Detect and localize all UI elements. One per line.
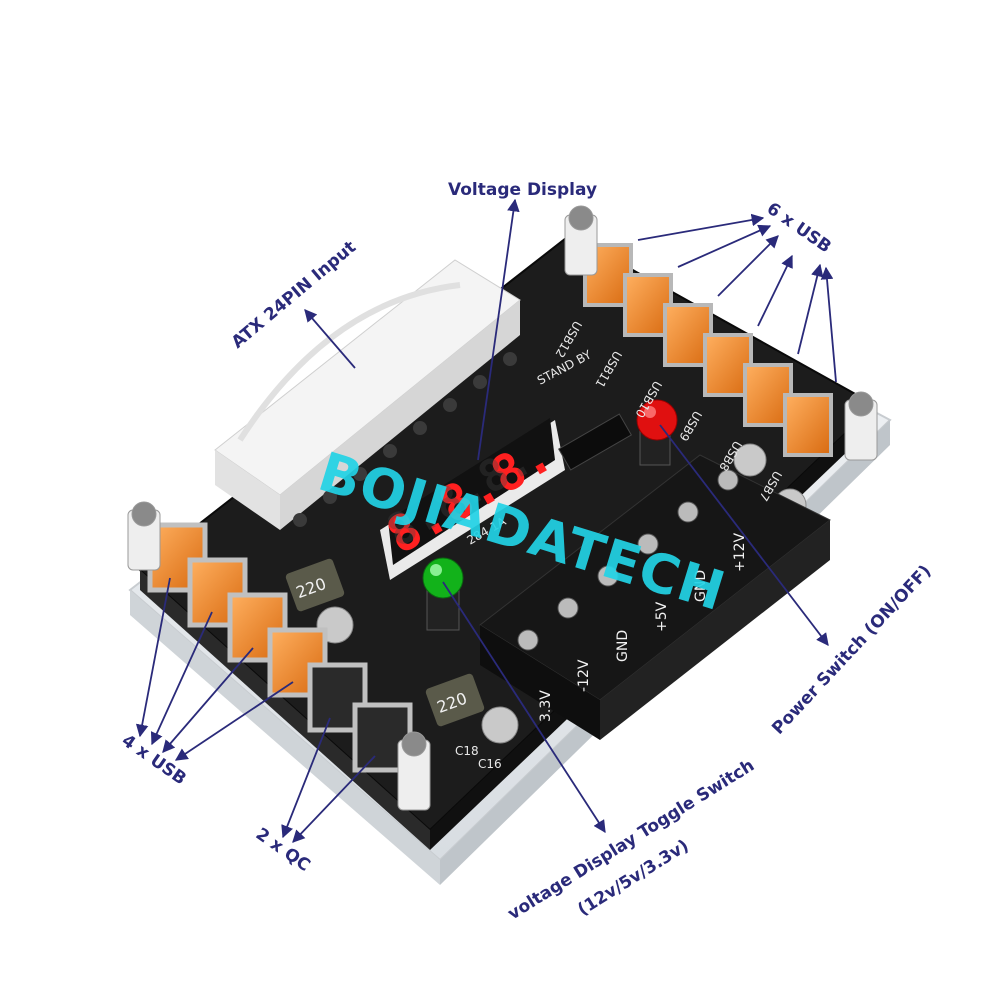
rail-labels: 3.3V -12V GND +5V GND +12V — [538, 532, 748, 722]
rail-label-neg12v: -12V — [576, 659, 592, 692]
callout-arrows — [135, 198, 837, 843]
cap-label-c16: C16 — [478, 757, 502, 771]
rail-label-gnd-1: GND — [615, 630, 631, 662]
callout-voltage-display: Voltage Display — [448, 180, 598, 200]
rail-label-5v: +5V — [654, 601, 670, 632]
voltage-toggle-switch-green[interactable] — [422, 557, 464, 631]
inductor: 220 — [285, 558, 345, 612]
standoff-screws — [127, 205, 878, 811]
pin-header — [293, 352, 517, 527]
rail-label-3v3: 3.3V — [538, 690, 554, 722]
qc-port[interactable] — [307, 662, 368, 733]
ic-chip — [558, 413, 632, 471]
rail-label-gnd-2: GND — [693, 570, 709, 602]
rail-label-12v: +12V — [732, 532, 748, 572]
acrylic-base-edge — [130, 590, 440, 885]
inductor-2: 220 — [425, 673, 485, 727]
cap-label-c18: C18 — [455, 744, 479, 758]
usb-port[interactable] — [783, 393, 833, 457]
usb-port-row-6 — [583, 243, 833, 457]
atx-24pin-connector — [214, 259, 521, 530]
terminal-block — [479, 454, 831, 740]
